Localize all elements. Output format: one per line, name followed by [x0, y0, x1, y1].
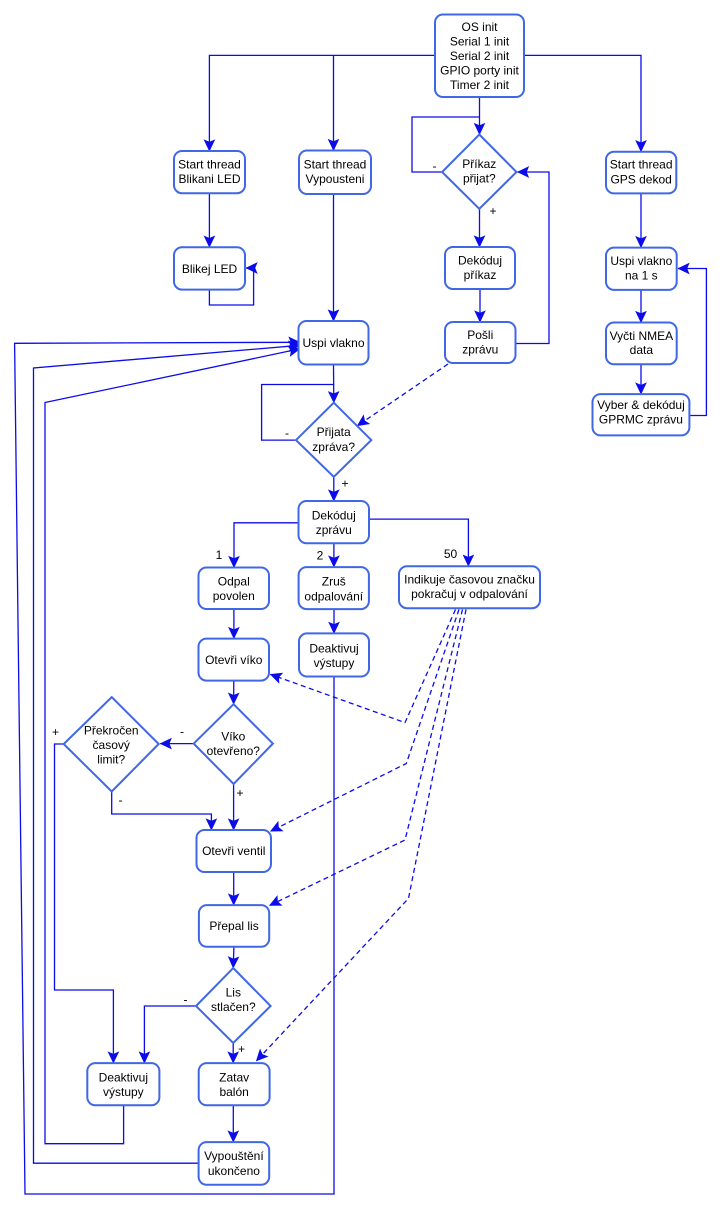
svg-text:Přepal lis: Přepal lis [209, 919, 258, 933]
svg-text:+: + [52, 725, 59, 739]
svg-text:Vypouštění: Vypouštění [204, 1149, 264, 1163]
svg-text:+: + [236, 786, 243, 800]
svg-text:Zatav: Zatav [219, 1070, 249, 1084]
svg-text:zprávu: zprávu [316, 523, 352, 537]
svg-text:Uspi vlakno: Uspi vlakno [302, 336, 364, 350]
svg-text:Start thread: Start thread [304, 157, 367, 171]
svg-text:výstupy: výstupy [314, 656, 355, 670]
svg-text:příkaz: příkaz [464, 268, 497, 282]
svg-text:Vyčti NMEA: Vyčti NMEA [610, 329, 674, 343]
svg-text:balón: balón [219, 1085, 248, 1099]
svg-text:Blikej LED: Blikej LED [182, 262, 238, 276]
svg-text:Lis: Lis [226, 986, 241, 1000]
svg-text:Vyber & dekóduj: Vyber & dekóduj [597, 398, 685, 412]
svg-text:Otevři víko: Otevři víko [205, 653, 263, 667]
svg-text:1: 1 [216, 548, 223, 562]
svg-text:+: + [238, 1042, 245, 1056]
svg-text:Dekóduj: Dekóduj [312, 509, 356, 523]
svg-text:zpráva?: zpráva? [312, 440, 355, 454]
svg-text:ukončeno: ukončeno [208, 1164, 260, 1178]
svg-text:-: - [180, 725, 184, 739]
svg-text:50: 50 [444, 547, 458, 561]
svg-text:Timer 2 init: Timer 2 init [450, 78, 510, 92]
svg-text:data: data [630, 343, 654, 357]
svg-text:Deaktivuj: Deaktivuj [309, 642, 358, 656]
svg-text:Start thread: Start thread [610, 158, 673, 172]
svg-text:na 1 s: na 1 s [625, 268, 658, 282]
svg-text:2: 2 [317, 549, 324, 563]
svg-text:přijat?: přijat? [463, 172, 496, 186]
svg-text:povolen: povolen [213, 589, 255, 603]
svg-text:GPIO porty init: GPIO porty init [440, 64, 519, 78]
svg-text:Přijata: Přijata [317, 425, 351, 439]
svg-text:+: + [489, 204, 496, 218]
svg-text:GPS dekod: GPS dekod [610, 172, 671, 186]
svg-text:Víko: Víko [221, 730, 245, 744]
svg-text:Uspi vlakno: Uspi vlakno [610, 254, 672, 268]
svg-text:Dekóduj: Dekóduj [458, 253, 502, 267]
svg-text:Zruš: Zruš [322, 575, 346, 589]
svg-text:Start thread: Start thread [178, 157, 241, 171]
svg-text:-: - [285, 426, 289, 440]
svg-text:Serial 2 init: Serial 2 init [450, 49, 510, 63]
svg-text:Deaktivuj: Deaktivuj [99, 1070, 148, 1084]
svg-text:-: - [184, 992, 188, 1006]
svg-text:Otevři ventil: Otevři ventil [202, 844, 265, 858]
svg-text:Blikani LED: Blikani LED [178, 172, 240, 186]
svg-text:Odpal: Odpal [218, 574, 250, 588]
svg-text:otevřeno?: otevřeno? [207, 744, 261, 758]
svg-text:GPRMC zprávu: GPRMC zprávu [599, 412, 683, 426]
svg-text:Serial 1 init: Serial 1 init [450, 35, 510, 49]
svg-text:-: - [433, 159, 437, 173]
svg-text:Vypousteni: Vypousteni [306, 172, 365, 186]
svg-text:zprávu: zprávu [462, 343, 498, 357]
svg-text:časový: časový [93, 738, 130, 752]
svg-text:limit?: limit? [97, 752, 125, 766]
svg-text:+: + [341, 477, 348, 491]
svg-text:stlačen?: stlačen? [211, 1000, 256, 1014]
svg-text:výstupy: výstupy [103, 1085, 144, 1099]
svg-text:-: - [119, 793, 123, 807]
svg-text:Překročen: Překročen [84, 724, 139, 738]
svg-text:Indikuje časovou značku: Indikuje časovou značku [404, 573, 535, 587]
svg-text:OS init: OS init [461, 20, 498, 34]
svg-text:odpalování: odpalování [304, 589, 363, 603]
svg-text:Pošli: Pošli [467, 328, 493, 342]
svg-text:Příkaz: Příkaz [462, 157, 496, 171]
svg-text:pokračuj v odpalování: pokračuj v odpalování [411, 587, 528, 601]
